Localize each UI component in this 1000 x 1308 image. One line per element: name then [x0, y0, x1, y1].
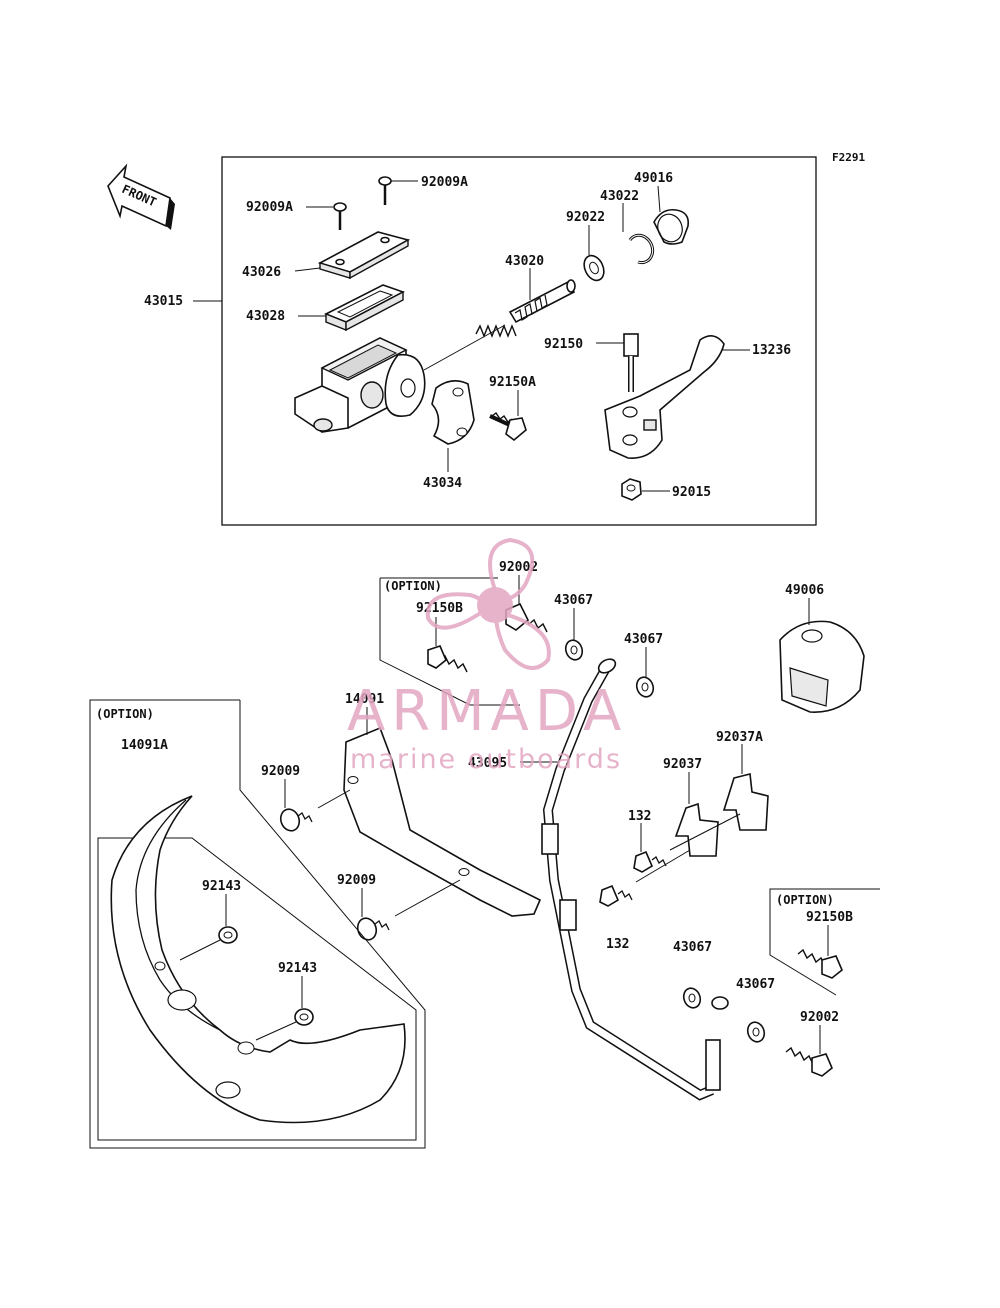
piston	[508, 279, 576, 324]
washer-43067-d	[746, 1021, 766, 1043]
label-43067-b: 43067	[624, 632, 663, 647]
option-box-top: (OPTION)	[379, 577, 520, 706]
label-92143-b: 92143	[278, 961, 317, 976]
armada-watermark: ARMADA marine outboards	[347, 537, 627, 775]
bolt-92150a	[489, 411, 527, 442]
label-92015: 92015	[672, 485, 711, 500]
circlip-43022	[628, 233, 655, 265]
front-arrow-icon: FRONT	[107, 163, 175, 230]
label-14091: 14091	[345, 692, 384, 707]
label-132-b: 132	[606, 937, 629, 952]
label-92002-bottom: 92002	[800, 1010, 839, 1025]
figure-code: F2291	[832, 151, 865, 164]
banjo-bolt-92002-bottom	[785, 1046, 833, 1077]
label-92009a-2: 92009A	[421, 175, 468, 190]
washer-43067-a	[564, 639, 584, 661]
bolt-132-a	[633, 813, 741, 873]
label-132-a: 132	[628, 809, 651, 824]
label-43067-c: 43067	[673, 940, 712, 955]
master-cylinder-group-box	[221, 156, 817, 526]
option-box-bottom-right: (OPTION)	[769, 888, 880, 996]
washer-43067-c	[682, 987, 702, 1009]
watermark-tagline: marine outboards	[350, 744, 622, 775]
watermark-brand: ARMADA	[347, 679, 627, 744]
screw-92009-b	[356, 917, 390, 941]
bolt-92150b-top	[427, 645, 468, 673]
screw-92009a-right	[378, 176, 392, 205]
cover-49006	[779, 620, 865, 713]
label-43020: 43020	[505, 254, 544, 269]
label-49006: 49006	[785, 583, 824, 598]
label-14091a: 14091A	[121, 738, 168, 753]
label-92150b-top: 92150B	[416, 601, 463, 616]
option-label-bottom: (OPTION)	[776, 893, 834, 907]
option-box-left: (OPTION)	[89, 699, 426, 1149]
label-49016: 49016	[634, 171, 673, 186]
bolt-92150b-bottom	[797, 948, 843, 979]
label-92009a-1: 92009A	[246, 200, 293, 215]
washer-92022	[583, 254, 605, 282]
nut-92143-b	[255, 1008, 314, 1041]
option-label-top: (OPTION)	[384, 579, 442, 593]
label-92150a: 92150A	[489, 375, 536, 390]
reservoir-cap	[317, 231, 411, 280]
label-43028: 43028	[246, 309, 285, 324]
screw-92009a-left	[333, 202, 347, 230]
label-92037: 92037	[663, 757, 702, 772]
label-43022: 43022	[600, 189, 639, 204]
bracket-92037	[674, 802, 719, 857]
label-92143-a: 92143	[202, 879, 241, 894]
screw-92009-a	[279, 808, 313, 832]
piston-spring	[475, 324, 517, 338]
label-92037a: 92037A	[716, 730, 763, 745]
nut-92143-a	[179, 926, 238, 961]
dust-boot-49016	[653, 208, 690, 245]
clamp-43034	[431, 380, 475, 445]
label-43026: 43026	[242, 265, 281, 280]
brake-lever-13236	[604, 335, 725, 459]
hand-guard-14091a	[110, 795, 406, 1124]
bracket-14091	[343, 726, 542, 917]
propeller-logo-icon	[425, 537, 551, 670]
pivot-bolt-92150	[623, 333, 639, 392]
label-92009-a: 92009	[261, 764, 300, 779]
washer-43067-b	[635, 676, 655, 698]
label-92150b-bottom: 92150B	[806, 910, 853, 925]
option-label-left: (OPTION)	[96, 707, 154, 721]
master-cylinder-body	[294, 337, 426, 433]
label-92002-top: 92002	[499, 560, 538, 575]
nut-92015	[621, 478, 642, 501]
label-43067-d: 43067	[736, 977, 775, 992]
label-43015: 43015	[144, 294, 183, 309]
label-43067-a: 43067	[554, 593, 593, 608]
brake-hose-43095	[541, 658, 729, 1101]
label-92150: 92150	[544, 337, 583, 352]
label-92022: 92022	[566, 210, 605, 225]
diaphragm	[324, 284, 405, 332]
label-43034: 43034	[423, 476, 462, 491]
bracket-92037a	[722, 773, 769, 831]
label-43095: 43095	[468, 756, 507, 771]
bolt-132-b	[599, 849, 691, 907]
label-92009-b: 92009	[337, 873, 376, 888]
label-13236: 13236	[752, 343, 791, 358]
